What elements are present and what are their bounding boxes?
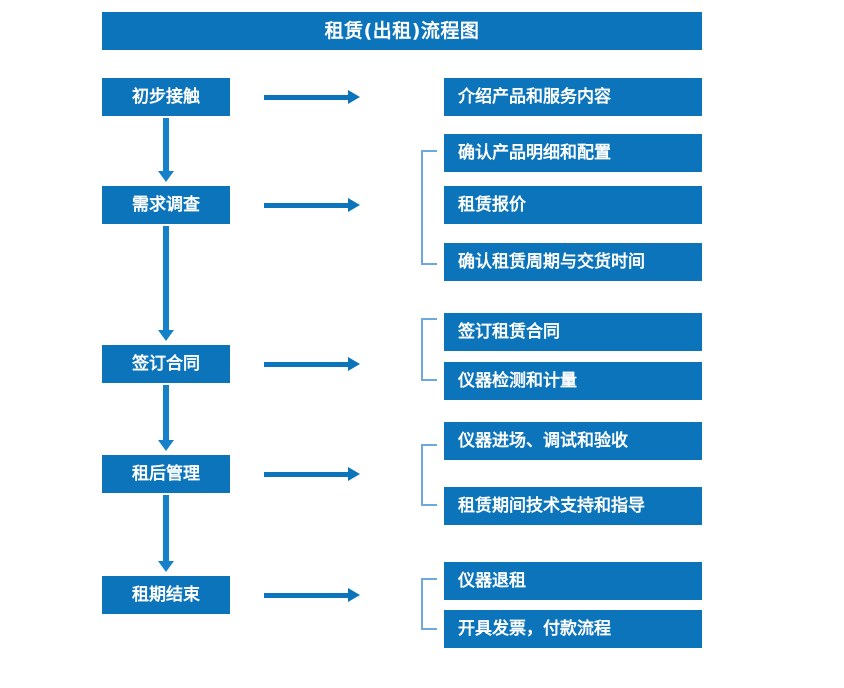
detail-label-6: 仪器检测和计量 bbox=[458, 370, 577, 391]
horizontal-arrow-stage5 bbox=[264, 588, 360, 602]
detail-box-10[interactable]: 开具发票，付款流程 bbox=[444, 610, 702, 648]
stage-label-2: 需求调查 bbox=[132, 194, 200, 215]
detail-label-4: 确认租赁周期与交货时间 bbox=[458, 251, 645, 272]
detail-box-4[interactable]: 确认租赁周期与交货时间 bbox=[444, 243, 702, 281]
detail-box-1[interactable]: 介绍产品和服务内容 bbox=[444, 78, 702, 116]
horizontal-arrow-stage4 bbox=[264, 467, 360, 481]
detail-box-3[interactable]: 租赁报价 bbox=[444, 186, 702, 224]
vertical-arrow-stage3-stage4 bbox=[158, 385, 174, 451]
detail-label-9: 仪器退租 bbox=[458, 570, 526, 591]
detail-box-7[interactable]: 仪器进场、调试和验收 bbox=[444, 422, 702, 460]
detail-box-9[interactable]: 仪器退租 bbox=[444, 562, 702, 600]
stage-label-4: 租后管理 bbox=[132, 463, 200, 484]
stage-box-1[interactable]: 初步接触 bbox=[102, 78, 230, 116]
bracket-group-3 bbox=[421, 318, 437, 381]
bracket-group-4 bbox=[421, 444, 437, 506]
diagram-title-bar: 租赁(出租)流程图 bbox=[102, 12, 702, 50]
detail-box-8[interactable]: 租赁期间技术支持和指导 bbox=[444, 487, 702, 525]
detail-label-1: 介绍产品和服务内容 bbox=[458, 86, 611, 107]
stage-box-2[interactable]: 需求调查 bbox=[102, 186, 230, 224]
bracket-group-2 bbox=[421, 150, 437, 265]
stage-box-4[interactable]: 租后管理 bbox=[102, 455, 230, 493]
stage-label-5: 租期结束 bbox=[132, 584, 200, 605]
detail-label-2: 确认产品明细和配置 bbox=[458, 142, 611, 163]
horizontal-arrow-stage2 bbox=[264, 198, 360, 212]
horizontal-arrow-stage1 bbox=[264, 90, 360, 104]
detail-box-6[interactable]: 仪器检测和计量 bbox=[444, 362, 702, 400]
stage-label-1: 初步接触 bbox=[132, 86, 200, 107]
detail-label-5: 签订租赁合同 bbox=[458, 321, 560, 342]
vertical-arrow-stage2-stage3 bbox=[158, 226, 174, 341]
detail-box-5[interactable]: 签订租赁合同 bbox=[444, 313, 702, 351]
diagram-title: 租赁(出租)流程图 bbox=[324, 19, 480, 42]
vertical-arrow-stage4-stage5 bbox=[158, 495, 174, 572]
detail-label-7: 仪器进场、调试和验收 bbox=[458, 430, 628, 451]
detail-box-2[interactable]: 确认产品明细和配置 bbox=[444, 134, 702, 172]
detail-label-3: 租赁报价 bbox=[458, 194, 526, 215]
stage-box-5[interactable]: 租期结束 bbox=[102, 576, 230, 614]
bracket-group-5 bbox=[421, 578, 437, 630]
horizontal-arrow-stage3 bbox=[264, 357, 360, 371]
detail-label-10: 开具发票，付款流程 bbox=[458, 618, 611, 639]
stage-label-3: 签订合同 bbox=[132, 353, 200, 374]
detail-label-8: 租赁期间技术支持和指导 bbox=[458, 495, 645, 516]
vertical-arrow-stage1-stage2 bbox=[158, 118, 174, 182]
stage-box-3[interactable]: 签订合同 bbox=[102, 345, 230, 383]
